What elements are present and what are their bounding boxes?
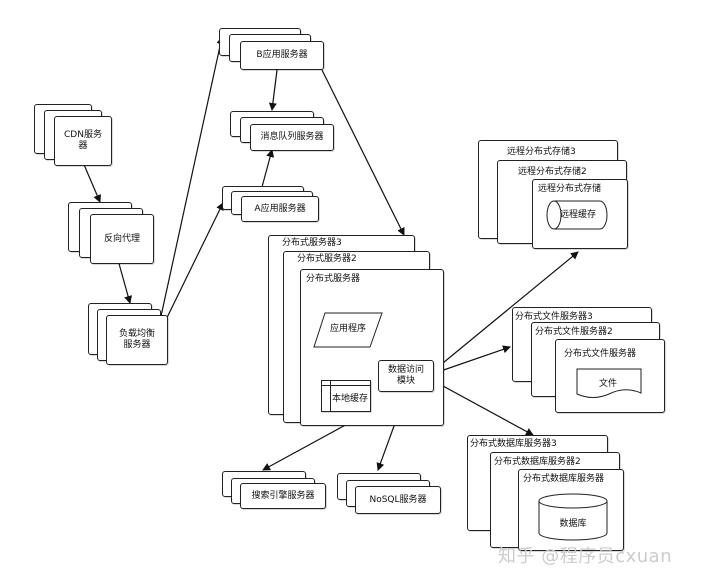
file-label: 文件 [598, 378, 617, 389]
remote-cache-label: 远程缓存 [559, 209, 596, 220]
local-cache-label: 本地缓存 [332, 394, 369, 404]
data-access-label: 数据访问 模块 [387, 365, 424, 386]
app-server-a-label: A应用服务器 [254, 203, 306, 214]
file-server-3-label: 分布式文件服务器3 [515, 312, 593, 322]
dist-server-1-label: 分布式服务器 [306, 274, 361, 284]
app-server-b: B应用服务器 [240, 41, 324, 70]
arrow-lb-to-app-b [157, 36, 225, 331]
arrow-to-remote-store [431, 251, 579, 373]
arrow-to-db-server [431, 379, 534, 436]
remote-store-3-label: 远程分布式存储3 [507, 147, 576, 157]
arrow-app-b-to-mq [268, 69, 278, 111]
app-server-a: A应用服务器 [241, 196, 319, 222]
arrow-cdn-to-proxy [81, 159, 101, 203]
arrow-proxy-to-lb [117, 259, 132, 304]
cdn-server: CDN服务 器 [54, 116, 112, 166]
arrow-app-b-to-dist [321, 69, 405, 236]
arrow-app-a-to-mq [261, 149, 275, 188]
db-server-1-label: 分布式数据库服务器 [523, 474, 605, 484]
remote-cache-shape [546, 200, 608, 230]
app-program-shape [313, 312, 383, 348]
nosql-label: NoSQL服务器 [369, 494, 427, 505]
remote-store-1-label: 远程分布式存储 [538, 184, 602, 194]
dist-server-3-label: 分布式服务器3 [282, 238, 342, 248]
message-queue-server: 消息队列服务器 [250, 124, 334, 151]
remote-store-2-label: 远程分布式存储2 [518, 167, 587, 177]
arrow-lb-to-app-a [157, 202, 224, 337]
dist-server-2-label: 分布式服务器2 [297, 254, 357, 264]
message-queue-label: 消息队列服务器 [260, 132, 324, 142]
database-shape [538, 493, 608, 541]
local-cache-top-bar [322, 381, 370, 386]
arrow-to-file-server [431, 345, 511, 375]
file-shape [576, 368, 642, 398]
database-label: 数据库 [559, 518, 587, 529]
file-server-2-label: 分布式文件服务器2 [535, 327, 613, 337]
db-server-3-label: 分布式数据库服务器3 [470, 439, 557, 449]
cdn-server-label: CDN服务 器 [64, 130, 102, 151]
app-program-label: 应用程序 [329, 323, 366, 334]
load-balancer: 负载均衡 服务器 [106, 315, 168, 365]
data-access-module: 数据访问 模块 [378, 360, 434, 392]
local-cache: 本地缓存 [321, 380, 371, 412]
file-server-1-label: 分布式文件服务器 [564, 349, 637, 359]
watermark-text: 知乎 @程序员cxuan [498, 546, 673, 567]
nosql-server: NoSQL服务器 [355, 486, 441, 514]
search-engine-server: 搜索引擎服务器 [240, 483, 326, 509]
reverse-proxy-label: 反向代理 [103, 233, 140, 244]
app-server-b-label: B应用服务器 [256, 50, 308, 60]
local-cache-side-bar [322, 381, 331, 411]
reverse-proxy: 反向代理 [90, 214, 154, 264]
load-balancer-label: 负载均衡 服务器 [118, 329, 155, 350]
db-server-2-label: 分布式数据库服务器2 [494, 457, 581, 467]
search-engine-label: 搜索引擎服务器 [251, 490, 315, 501]
